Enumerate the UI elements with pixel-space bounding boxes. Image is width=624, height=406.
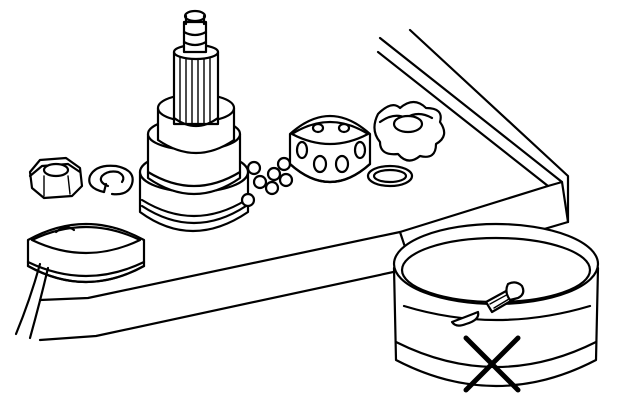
bowl-icon xyxy=(392,222,600,387)
o-ring-icon xyxy=(366,164,414,188)
ball-bearing-icon xyxy=(240,156,294,208)
hex-nut-icon xyxy=(28,156,84,200)
splined-shaft-icon xyxy=(138,9,250,233)
lock-washer-icon xyxy=(88,164,134,196)
bolt-icon xyxy=(450,281,525,327)
x-mark-icon xyxy=(463,335,521,393)
bearing-cage-icon xyxy=(288,114,372,184)
snap-ring-icon xyxy=(14,222,146,340)
star-knob-icon xyxy=(373,100,446,162)
